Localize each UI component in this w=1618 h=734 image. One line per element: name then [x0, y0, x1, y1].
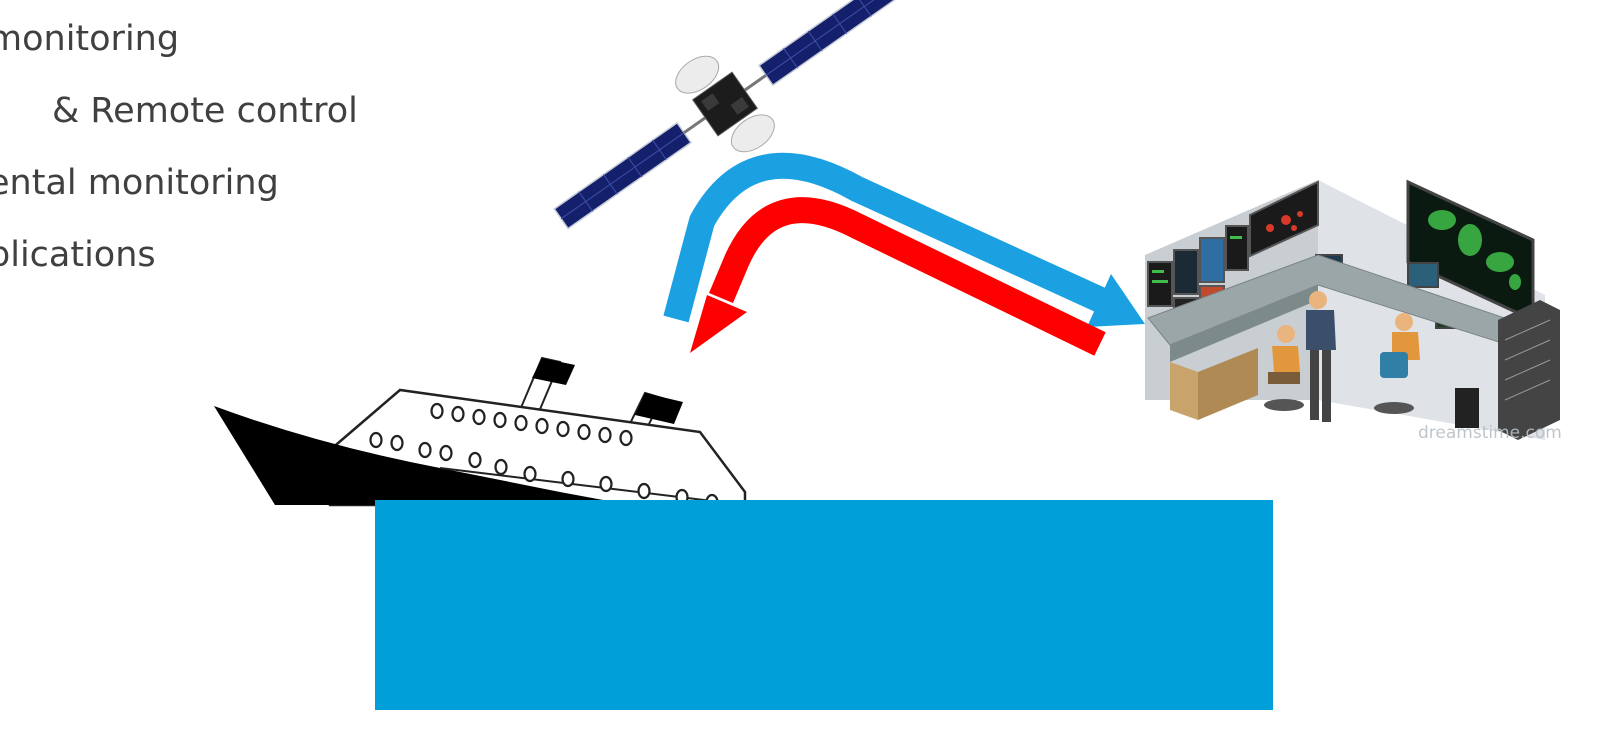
control-room-icon: dreamstime.com	[1145, 179, 1562, 443]
sea	[375, 500, 1273, 710]
downlink-arrow	[690, 197, 1106, 356]
bullet-text: monitoring	[0, 19, 180, 59]
uplink-arrow	[663, 152, 1145, 327]
bullet-text: plications	[0, 235, 156, 275]
bullet-text: & Remote control	[52, 91, 358, 131]
operator-figure	[1374, 313, 1420, 414]
ship-icon	[214, 356, 747, 511]
watermark-text: dreamstime.com	[1418, 423, 1562, 443]
satellite-icon	[553, 0, 897, 230]
operator-figure	[1264, 325, 1304, 411]
operator-figure	[1306, 291, 1336, 422]
bullet-text: ental monitoring	[0, 163, 279, 203]
